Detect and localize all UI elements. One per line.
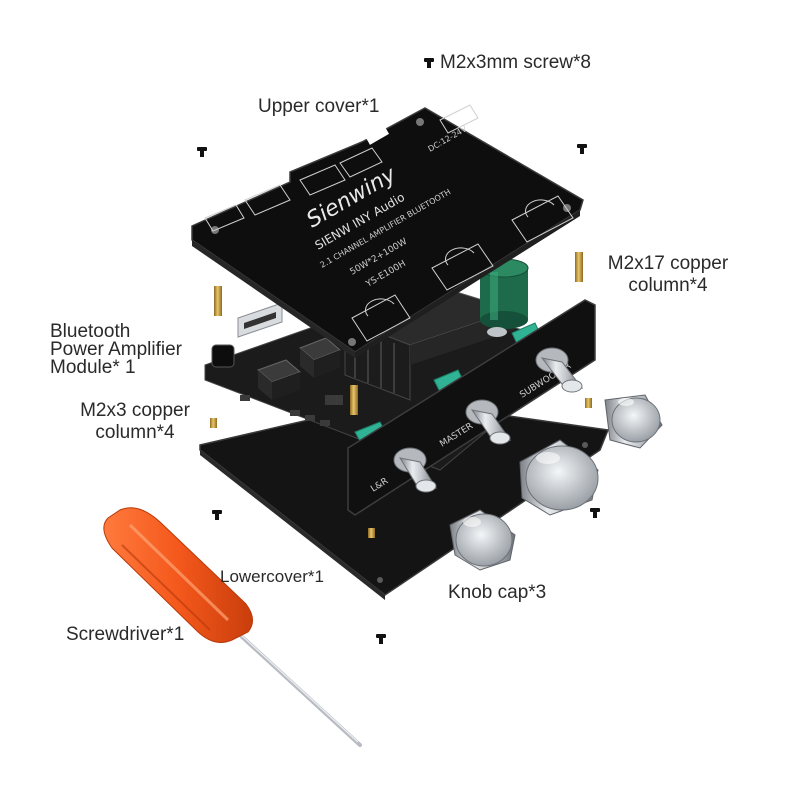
label-copper-column-3: M2x3 copper column*4: [70, 400, 200, 444]
knob-cap: [519, 439, 599, 516]
label-bluetooth-module-line3: Module* 1: [50, 357, 136, 378]
label-copper-column-3-line2: column*4: [95, 422, 175, 443]
knob-cap: [604, 394, 663, 449]
copper-column-m2x3: [210, 398, 592, 538]
label-screwdriver: Screwdriver*1: [66, 624, 185, 645]
label-bluetooth-module-line1: Bluetooth: [50, 321, 131, 342]
label-screws: M2x3mm screw*8: [440, 52, 591, 73]
label-copper-column-17-line1: M2x17 copper: [607, 253, 729, 274]
screw: [197, 58, 600, 644]
knob-cap: [449, 509, 516, 571]
label-copper-column-17-line2: column*4: [628, 275, 708, 296]
label-upper-cover: Upper cover*1: [258, 96, 380, 117]
label-knob-cap: Knob cap*3: [448, 582, 547, 603]
label-bluetooth-module: Bluetooth Power Amplifier Module* 1: [50, 321, 182, 378]
potentiometer: [393, 447, 438, 493]
potentiometer: [465, 399, 512, 445]
label-lower-cover: Lowercover*1: [220, 567, 324, 586]
screwdriver: [103, 507, 362, 747]
copper-column-m2x17: [214, 252, 583, 415]
potentiometer: [535, 347, 584, 393]
label-bluetooth-module-line2: Power Amplifier: [50, 339, 182, 360]
upper-cover: Sienwiny SIENW INY Audio 2.1 CHANNEL AMP…: [191, 104, 584, 358]
capacitor: [479, 258, 529, 337]
inductor: [257, 337, 341, 400]
label-copper-column-3-line1: M2x3 copper: [80, 400, 190, 421]
label-copper-column-17: M2x17 copper column*4: [598, 253, 738, 297]
